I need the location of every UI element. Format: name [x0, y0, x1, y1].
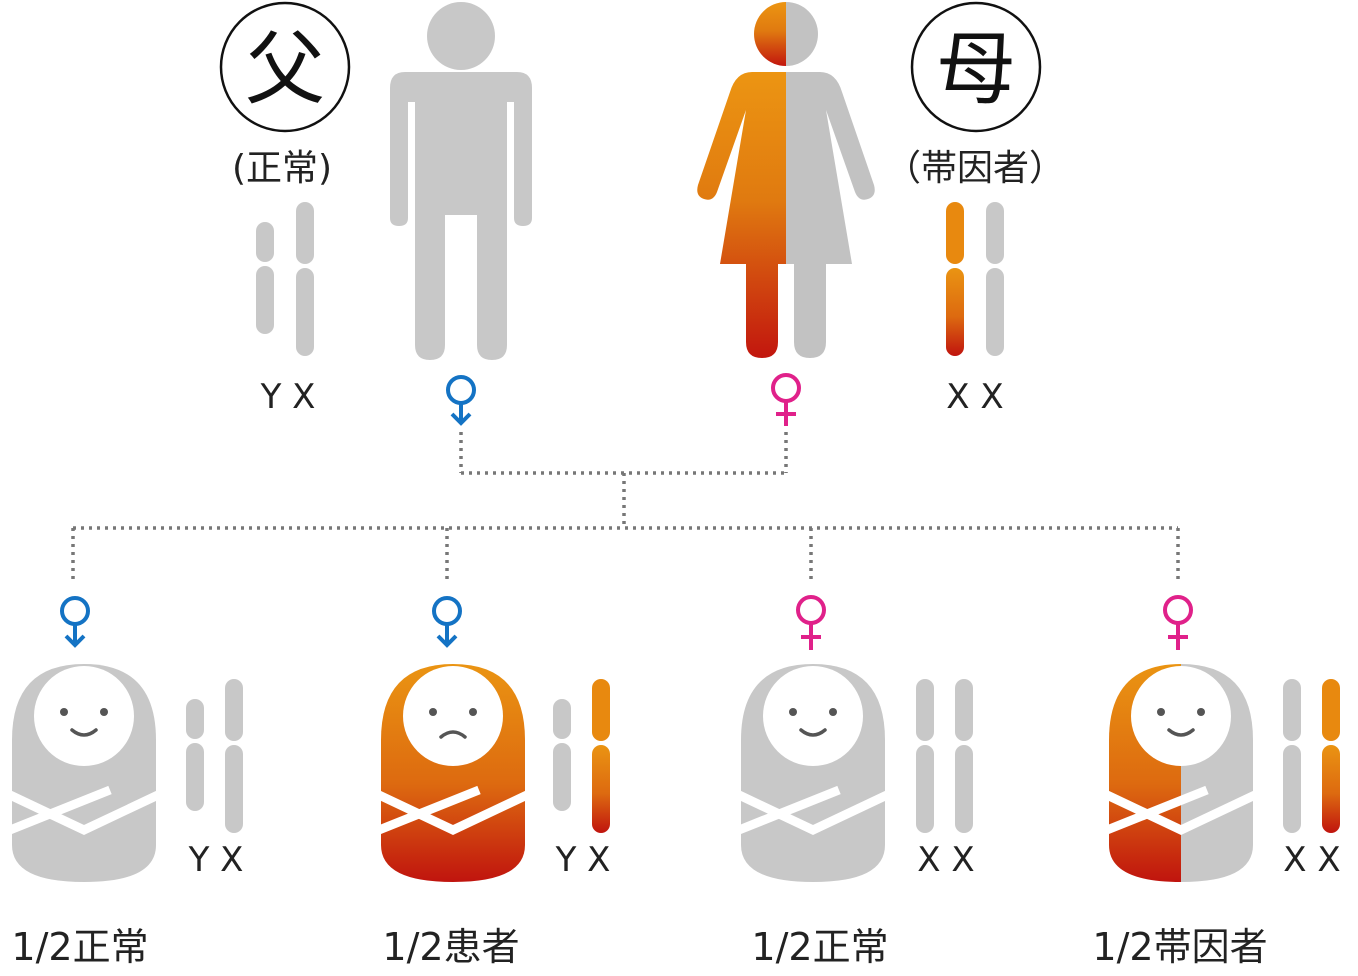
- child2-baby-icon: [377, 664, 529, 882]
- child1-chromosomes: [186, 679, 243, 833]
- child-normal-daughter: X X 1/2正常: [737, 595, 975, 969]
- child-normal-son: Y X 1/2正常: [8, 596, 244, 969]
- child1-male-symbol-icon: [60, 596, 90, 648]
- mother-title-circle: [910, 1, 1042, 133]
- father-chromosome-label: Y X: [260, 377, 316, 417]
- child2-chromosome-label: Y X: [555, 840, 611, 880]
- child3-female-symbol-icon: [796, 595, 826, 650]
- child1-chromosome-label: Y X: [188, 840, 244, 880]
- child2-chromosomes: [553, 679, 610, 833]
- child3-chromosomes: [916, 679, 973, 833]
- child4-female-symbol-icon: [1163, 595, 1193, 650]
- child-affected-son: Y X 1/2患者: [377, 596, 611, 969]
- father-status: (正常): [232, 148, 332, 189]
- child3-probability: 1/2正常: [751, 925, 888, 969]
- child4-chromosome-label: X X: [1283, 840, 1340, 880]
- mother-status: （帯因者）: [885, 148, 1065, 189]
- child4-probability: 1/2帯因者: [1092, 925, 1267, 969]
- mother-figure-icon: [697, 2, 875, 358]
- child1-baby-icon: [8, 664, 160, 882]
- child-carrier-daughter: X X 1/2帯因者: [1092, 595, 1341, 969]
- father-group: 父 (正常) Y X: [219, 1, 532, 426]
- mother-title: 母: [936, 23, 1016, 116]
- mother-group: 母 （帯因者） X X: [697, 1, 1065, 426]
- pedigree-connector-lines: [71, 432, 1180, 584]
- child2-probability: 1/2患者: [382, 925, 519, 969]
- father-figure-icon: [390, 2, 532, 360]
- child2-male-symbol-icon: [432, 596, 462, 648]
- father-male-symbol-icon: [446, 375, 476, 426]
- mother-female-symbol-icon: [771, 373, 801, 426]
- child3-baby-icon: [737, 664, 889, 882]
- mother-chromosome-label: X X: [946, 377, 1003, 417]
- child1-probability: 1/2正常: [11, 925, 148, 969]
- mother-chromosomes: [946, 202, 1004, 356]
- father-title: 父: [245, 23, 325, 116]
- child4-chromosomes: [1283, 679, 1340, 833]
- child4-baby-icon: [1105, 664, 1257, 882]
- child3-chromosome-label: X X: [917, 840, 974, 880]
- father-chromosomes: [256, 202, 314, 356]
- father-title-circle: [219, 1, 351, 133]
